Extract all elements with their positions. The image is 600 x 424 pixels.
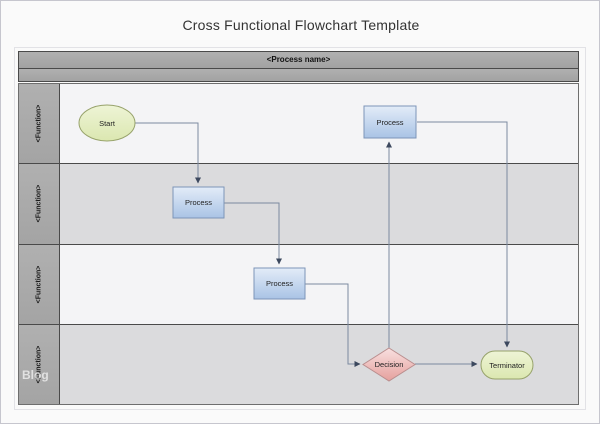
swimlane-1-content xyxy=(60,84,578,164)
swimlane-1-header: <Function> xyxy=(19,84,60,164)
swimlane-2-header: <Function> xyxy=(19,164,60,244)
process-header-subbar xyxy=(18,68,579,82)
process-name-header: <Process name> xyxy=(18,51,579,69)
diagram-frame xyxy=(14,47,586,410)
swimlane-2: <Function> xyxy=(19,163,578,244)
swimlane-1-label: <Function> xyxy=(35,104,43,143)
swimlane-2-content xyxy=(60,164,578,244)
swimlane-4-content xyxy=(60,324,578,404)
page-title: Cross Functional Flowchart Template xyxy=(182,17,420,33)
watermark-text: Blog xyxy=(22,368,49,382)
swimlane-1: <Function> xyxy=(19,84,578,164)
swimlane-3-label: <Function> xyxy=(35,265,43,303)
swimlane-4-header: <Function> xyxy=(19,324,60,404)
swimlane-3-content xyxy=(60,244,578,324)
swimlane-3: <Function> xyxy=(19,243,578,324)
swimlane-3-header: <Function> xyxy=(19,244,60,324)
swimlane-table: <Function> <Function> <Function> <Functi… xyxy=(18,83,579,405)
swimlane-4: <Function> xyxy=(19,323,578,404)
swimlane-2-label: <Function> xyxy=(35,185,43,223)
